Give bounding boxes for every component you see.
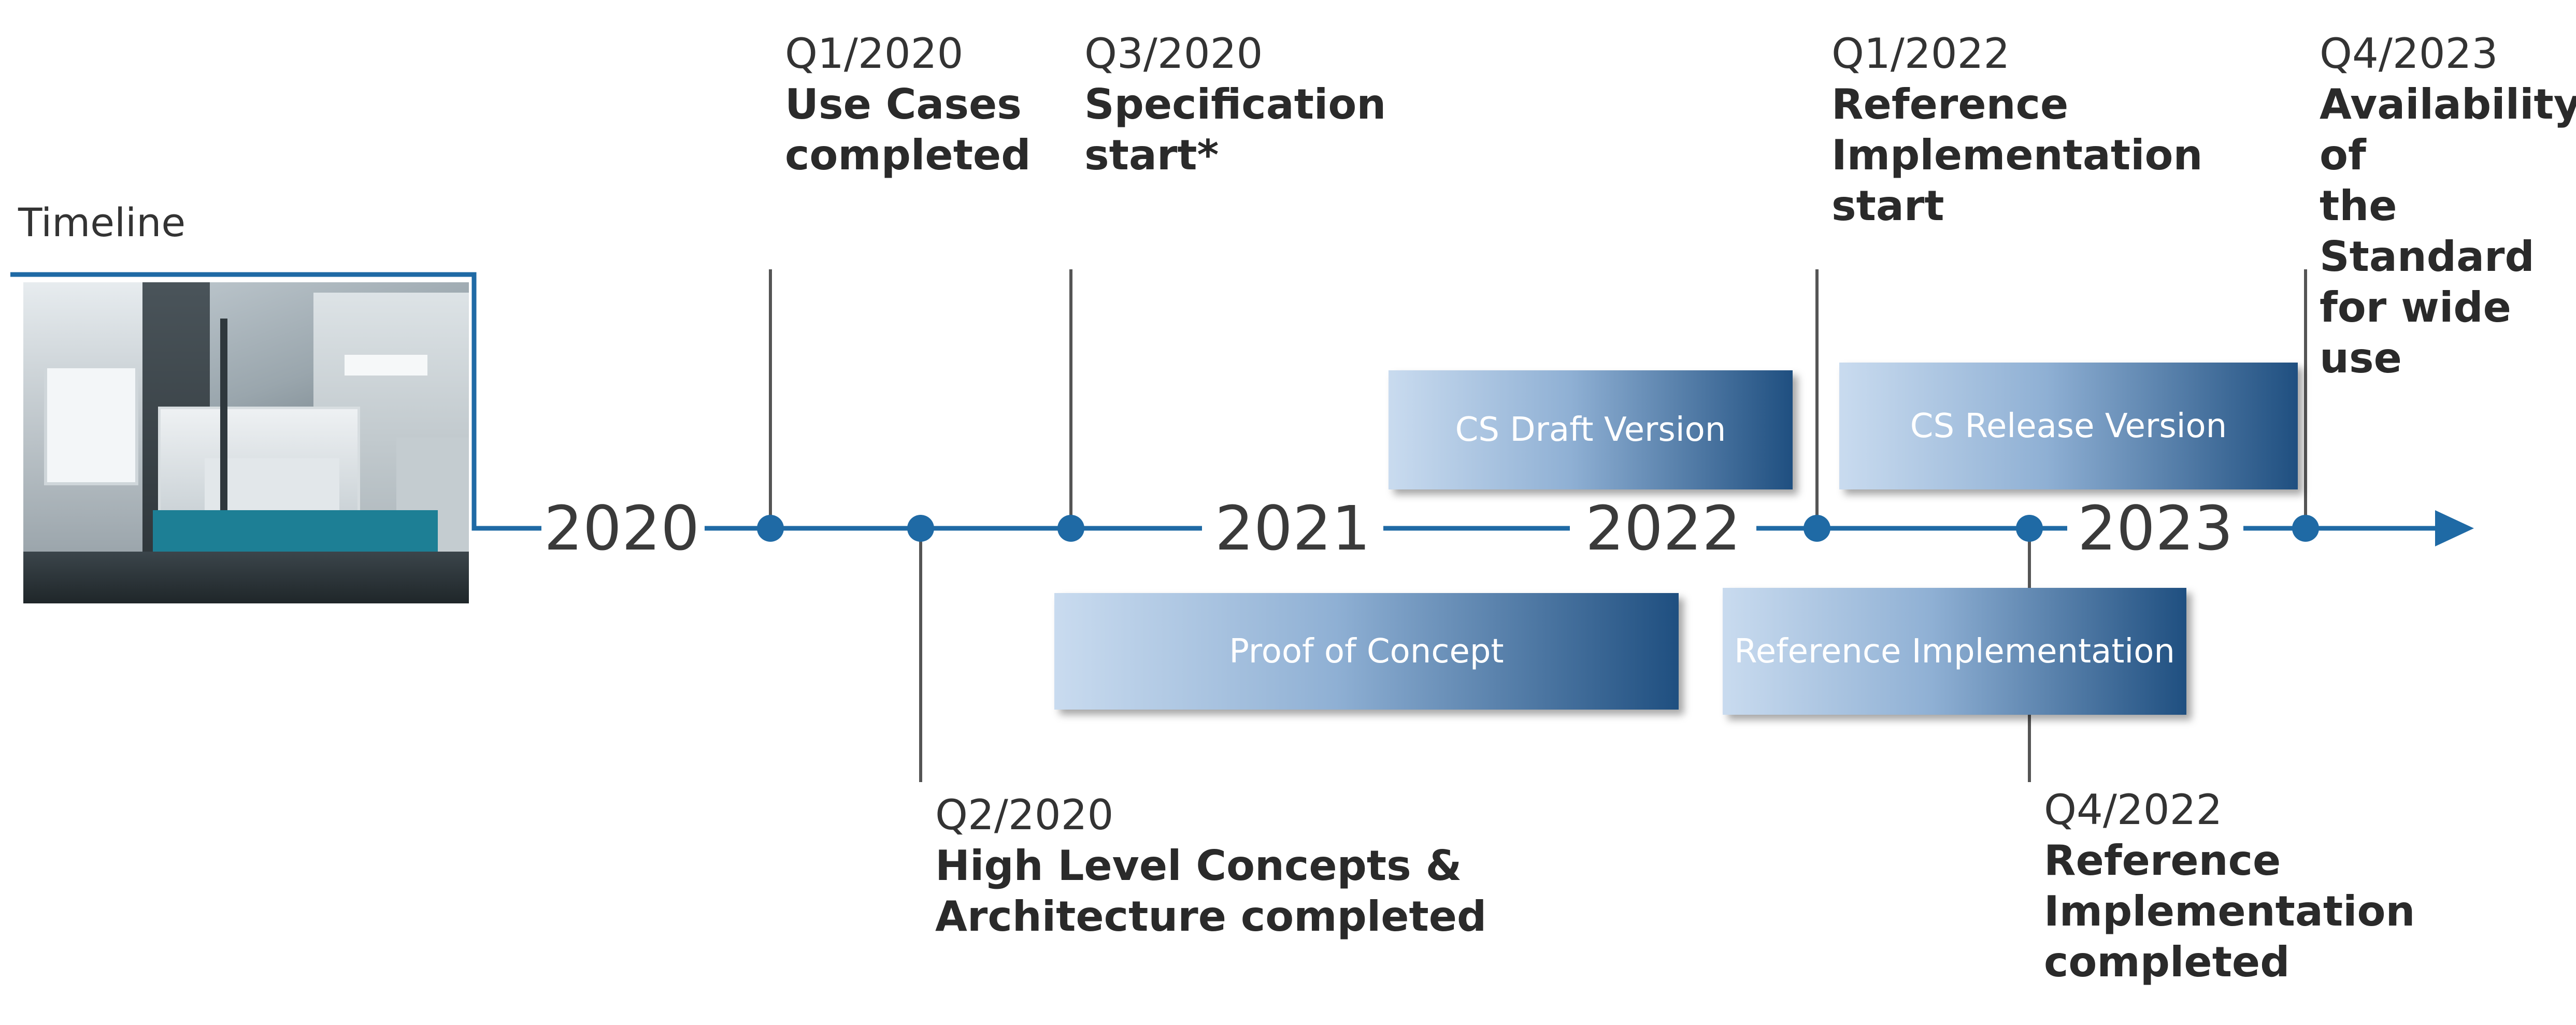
milestone-quarter: Q3/2020 [1084, 30, 1263, 78]
phase-bar-proof-of-concept: Proof of Concept [1054, 593, 1679, 710]
milestone-quarter: Q4/2022 [2044, 786, 2223, 834]
year-label-2021: 2021 [1214, 493, 1371, 564]
milestone-dot-q1-2020 [757, 515, 784, 542]
milestone-quarter: Q1/2020 [785, 30, 964, 78]
milestone-dot-q4-2022 [2016, 515, 2043, 542]
phase-bar-cs-draft: CS Draft Version [1389, 370, 1793, 489]
lab-equipment-photo [23, 282, 469, 603]
milestone-q2-2020: Q2/2020 High Level Concepts & Architectu… [935, 790, 1486, 942]
milestone-q4-2023: Q4/2023 Availability of the Standard for… [2320, 28, 2576, 384]
milestone-description: Use Cases completed [785, 80, 1031, 179]
year-label-2020: 2020 [543, 493, 700, 564]
milestone-description: High Level Concepts & Architecture compl… [935, 842, 1487, 941]
milestone-quarter: Q2/2020 [935, 791, 1114, 839]
milestone-q4-2022: Q4/2022 Reference Implementation complet… [2044, 785, 2415, 988]
milestone-description: Availability of the Standard for wide us… [2320, 80, 2576, 382]
phase-bar-cs-release: CS Release Version [1839, 363, 2298, 489]
milestone-q1-2020: Q1/2020 Use Cases completed [785, 28, 1031, 181]
milestone-dot-q4-2023 [2292, 515, 2319, 542]
milestone-q1-2022: Q1/2022 Reference Implementation start [1831, 28, 2202, 232]
milestone-quarter: Q1/2022 [1831, 30, 2010, 78]
milestone-dot-q2-2020 [907, 515, 934, 542]
photo-frame-line [10, 272, 541, 531]
section-label: Timeline [18, 199, 186, 246]
milestone-q3-2020: Q3/2020 Specification start* [1084, 28, 1386, 181]
milestone-dot-q3-2020 [1057, 515, 1084, 542]
milestone-description: Reference Implementation start [1831, 80, 2203, 230]
milestone-dot-q1-2022 [1804, 515, 1830, 542]
axis-arrowhead [2435, 510, 2474, 546]
milestone-quarter: Q4/2023 [2320, 30, 2498, 78]
year-label-2023: 2023 [2077, 493, 2234, 564]
phase-bar-reference-implementation: Reference Implementation [1723, 588, 2186, 715]
milestone-description: Reference Implementation completed [2044, 836, 2415, 986]
milestone-description: Specification start* [1084, 80, 1386, 179]
year-label-2022: 2022 [1585, 493, 1741, 564]
